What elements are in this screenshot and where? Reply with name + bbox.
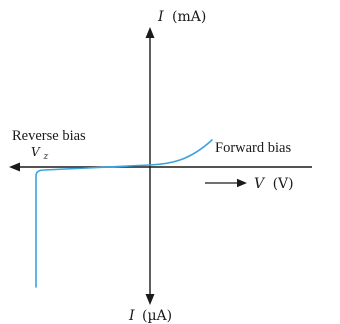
current-symbol-top: I [157, 9, 164, 25]
current-axis-bottom-label: I (µA) [128, 308, 172, 324]
voltage-axis-label: V (V) [254, 176, 294, 192]
left-arrow-icon [9, 162, 20, 172]
breakdown-voltage-label: V z [31, 145, 49, 162]
current-unit-top: (mA) [172, 9, 206, 25]
breakdown-voltage-subscript: z [43, 152, 49, 162]
reverse-bias-label: Reverse bias [12, 128, 86, 144]
current-unit-bottom: (µA) [142, 308, 172, 324]
voltage-symbol: V [254, 176, 266, 192]
down-arrow-icon [145, 294, 155, 305]
breakdown-voltage-symbol: V [31, 145, 41, 159]
zener-characteristic-curve [35, 139, 213, 288]
voltage-unit: (V) [273, 176, 294, 192]
forward-bias-label: Forward bias [215, 140, 291, 156]
up-arrow-icon [145, 27, 155, 38]
current-symbol-bottom: I [128, 308, 135, 324]
current-axis-top-label: I (mA) [157, 9, 206, 25]
right-arrow-icon [237, 178, 247, 188]
